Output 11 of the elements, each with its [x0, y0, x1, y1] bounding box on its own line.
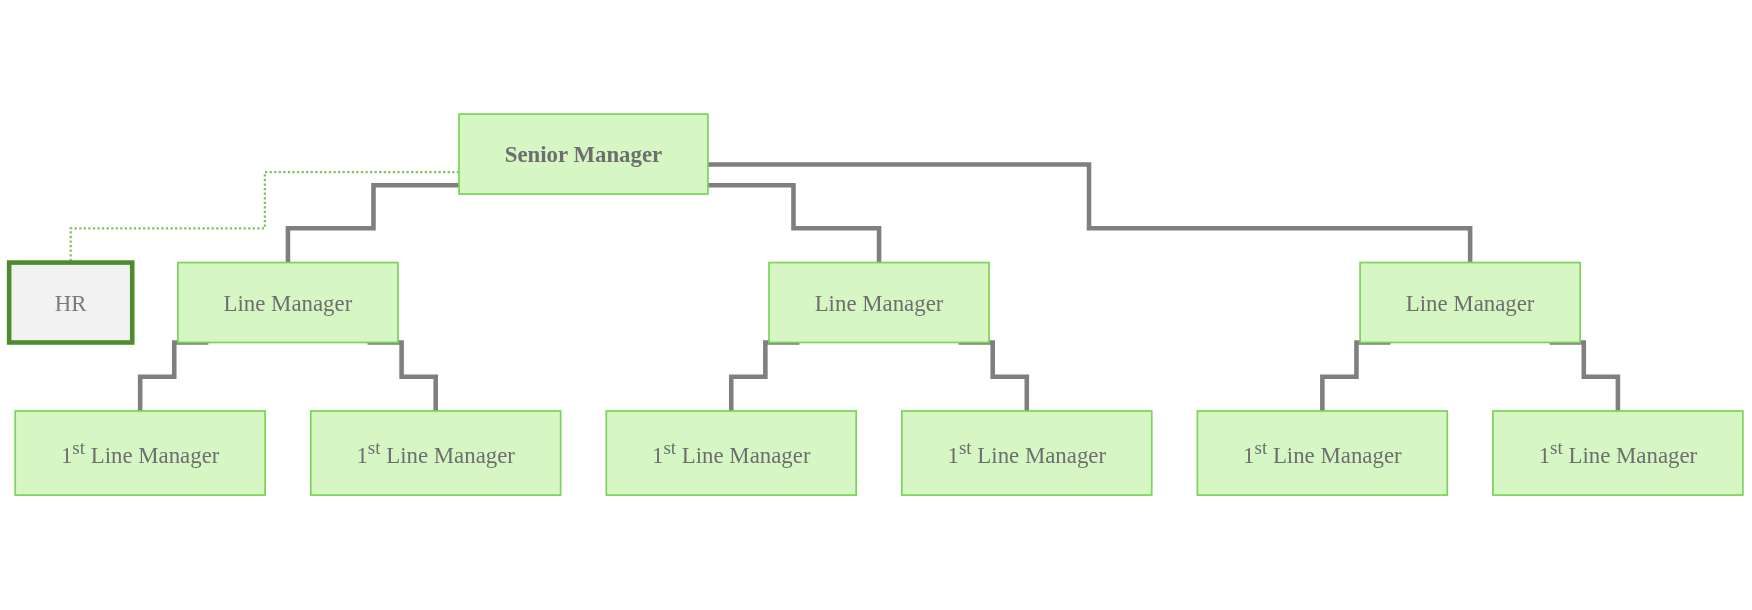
- node-box: Senior Manager: [458, 113, 709, 196]
- node-box: Line Manager: [1359, 262, 1581, 344]
- node-box: 1$^{st}$ Line Manager: [901, 410, 1153, 497]
- node-box: 1$^{st}$ Line Manager: [309, 410, 562, 497]
- node-box: Line Manager: [768, 262, 990, 344]
- node-box: 1$^{st}$ Line Manager: [14, 410, 266, 497]
- node-box: 1$^{st}$ Line Manager: [1492, 410, 1744, 497]
- node-box: 1$^{st}$ Line Manager: [1196, 410, 1449, 497]
- node-box: 1$^{st}$ Line Manager: [605, 410, 858, 497]
- node-box: Line Manager: [177, 262, 399, 344]
- node-box: HR: [6, 260, 135, 346]
